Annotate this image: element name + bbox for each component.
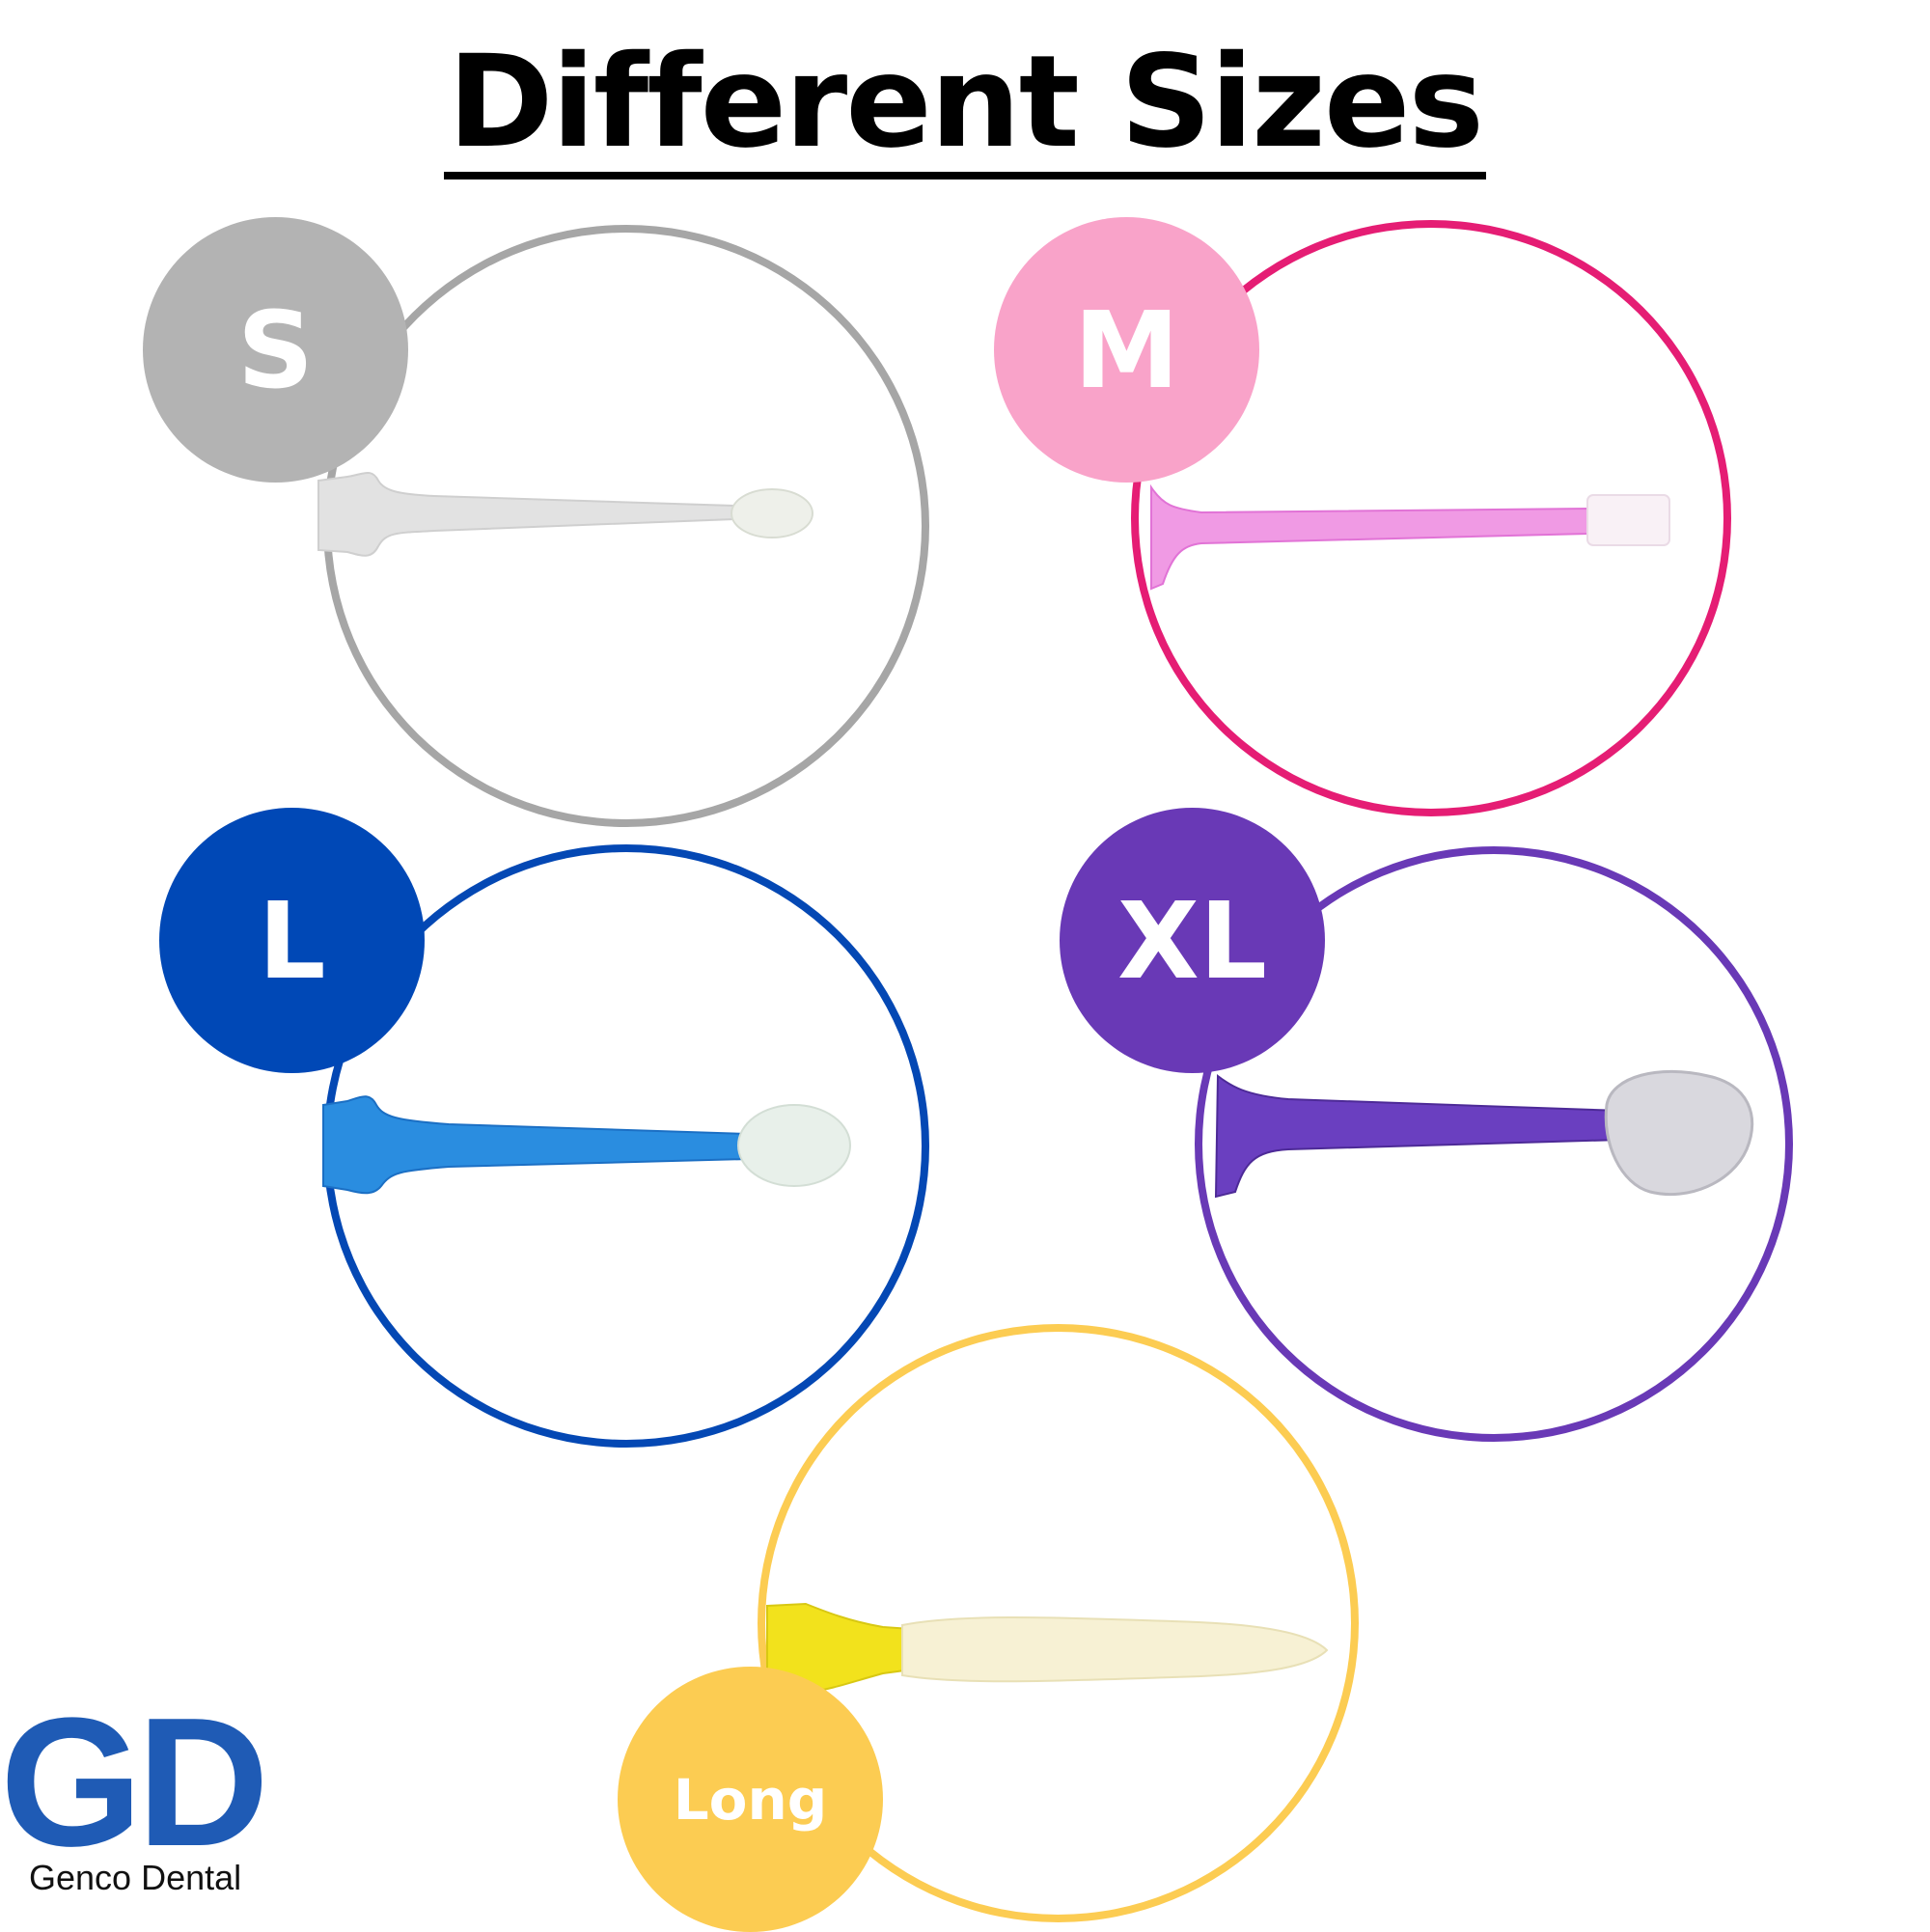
size-s-label: S (236, 288, 315, 412)
size-long-badge: Long (618, 1667, 883, 1932)
size-long-label: Long (673, 1766, 828, 1833)
size-m-ring (1131, 220, 1731, 816)
size-xl-label: XL (1117, 878, 1267, 1003)
size-xl-badge: XL (1060, 808, 1325, 1073)
size-xl-ring (1195, 846, 1793, 1442)
size-long-swab (766, 1602, 1329, 1697)
brand-name: Genco Dental (29, 1858, 242, 1897)
size-s-badge: S (143, 217, 408, 483)
size-s-swab (317, 472, 813, 557)
size-l-badge: L (159, 808, 425, 1073)
size-m-label: M (1073, 288, 1180, 412)
page-title: Different Sizes (0, 39, 1930, 179)
size-l-swab (322, 1095, 851, 1195)
size-m-badge: M (994, 217, 1259, 483)
size-l-label: L (258, 878, 326, 1003)
size-long-ring (758, 1324, 1359, 1922)
page-title-text: Different Sizes (443, 39, 1487, 179)
brand-logo: GD (0, 1680, 269, 1885)
size-xl-swab (1214, 1069, 1754, 1199)
size-m-swab (1150, 483, 1670, 591)
